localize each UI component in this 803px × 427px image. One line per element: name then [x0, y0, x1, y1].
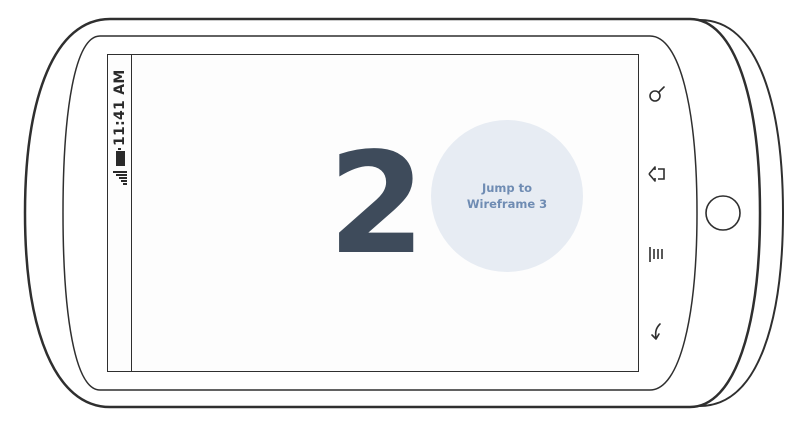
- status-time: 11:41 AM: [112, 69, 128, 146]
- battery-icon: [115, 151, 125, 166]
- search-icon[interactable]: [645, 82, 669, 106]
- jump-button-label: Jump to Wireframe 3: [466, 181, 548, 211]
- home-icon[interactable]: [705, 195, 741, 231]
- back-icon[interactable]: [645, 162, 669, 186]
- signal-strength-icon: [113, 171, 127, 185]
- page-number: 2: [328, 123, 425, 286]
- status-bar: 11:41 AM: [108, 55, 132, 371]
- menu-icon[interactable]: [645, 242, 669, 266]
- status-bar-content: 11:41 AM: [111, 55, 129, 185]
- arrow-back-icon[interactable]: [645, 320, 669, 344]
- screen: 11:41 AM 2 Jump to Wireframe 3: [107, 54, 639, 372]
- jump-to-wireframe-button[interactable]: Jump to Wireframe 3: [431, 120, 583, 272]
